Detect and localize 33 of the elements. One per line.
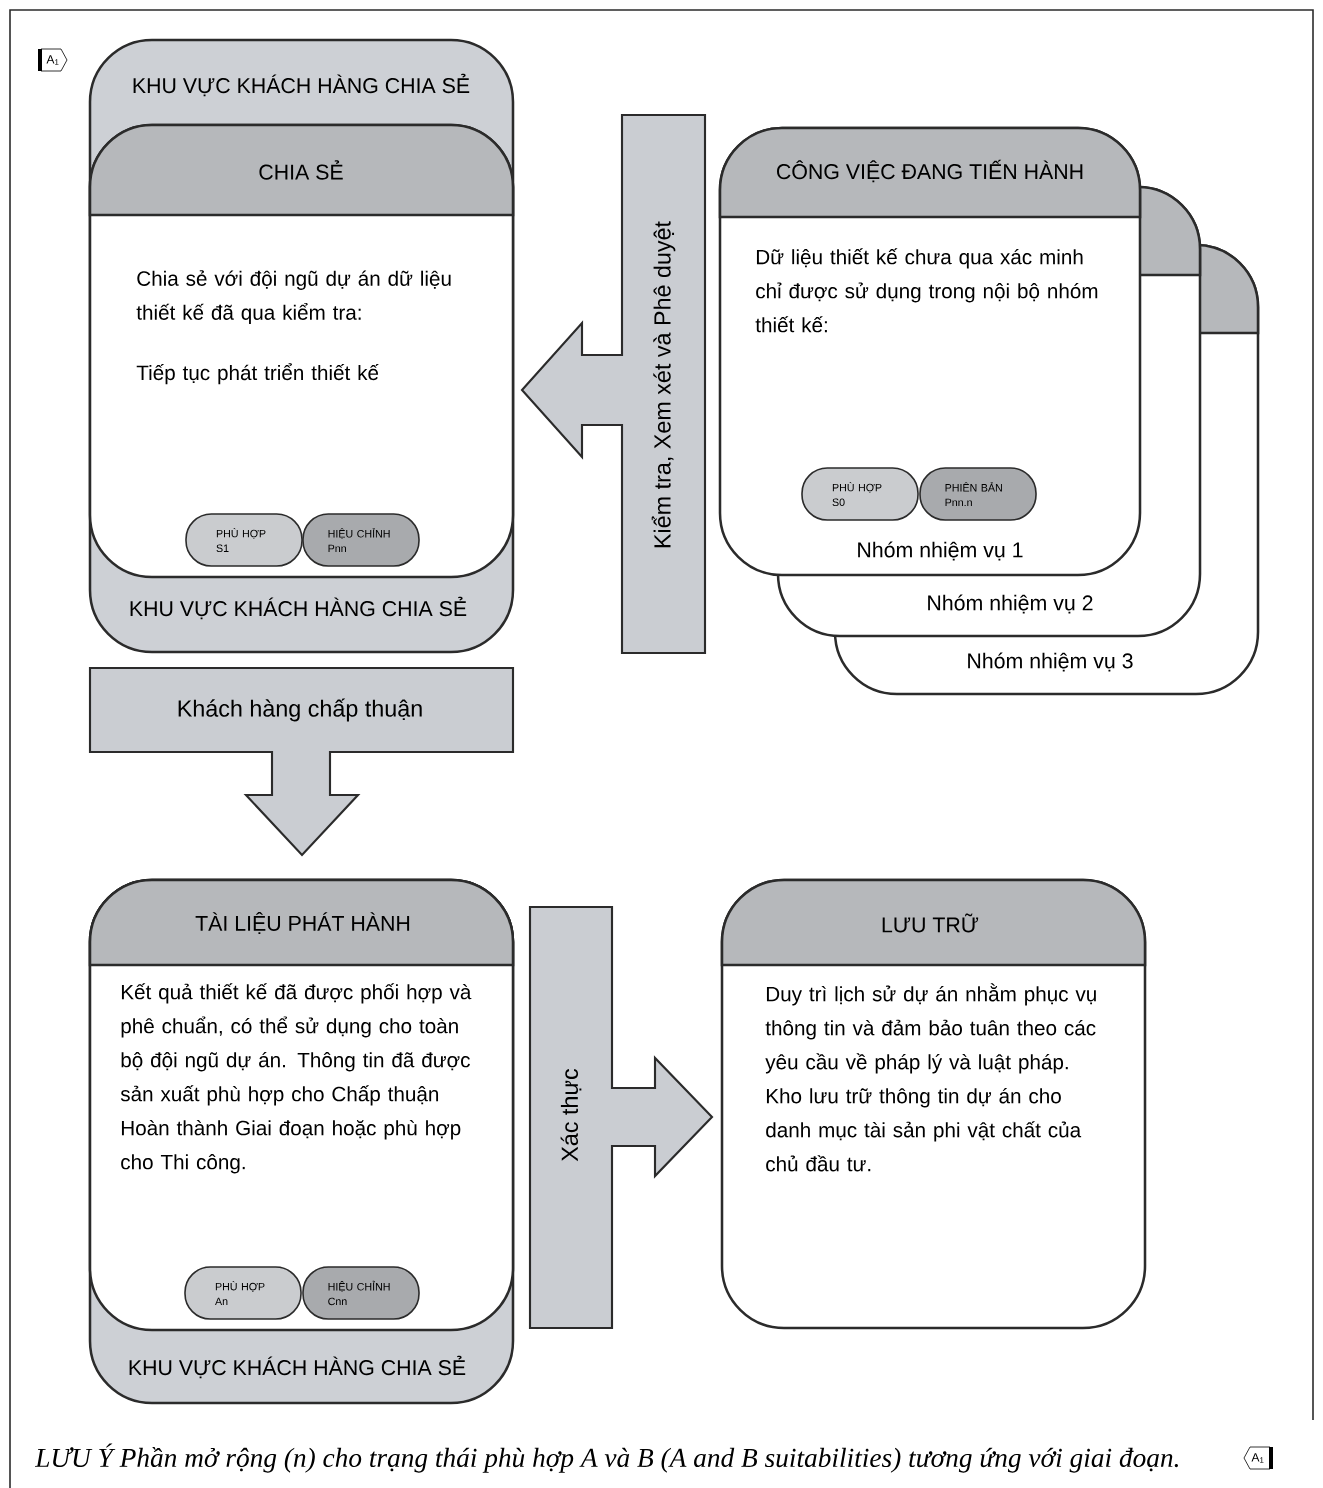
card-heading: CHIA SẺ — [259, 160, 343, 180]
block-arrow — [528, 905, 714, 1330]
state-card — [720, 878, 1147, 1330]
body-text: Kết quả thiết kế đã được phối hợp và phê chuẩn, có thể sử dụng cho toàn bộ đội ngũ dự án. Thông tin đã được sản xuất phù hợp cho Chấp thuận Hoàn thành Giai đoạn hoặc phù hợp cho Thi công. — [120, 983, 472, 1174]
status-pill: PHÙ HỢP An — [184, 1266, 302, 1320]
group-label: Nhóm nhiệm vụ 2 — [928, 594, 1093, 614]
band-label: KHU VỰC KHÁCH HÀNG CHIA SẺ — [129, 1355, 466, 1379]
status-pill: PHÙ HỢP S0 — [801, 467, 919, 521]
edge-label: Xác thực — [560, 1068, 582, 1162]
edge-label: Khách hàng chấp thuận — [178, 698, 422, 722]
body-text: Duy trì lịch sử dự án nhằm phục vụ thông tin và đảm bảo tuân theo các yêu cầu về pháp lý và luật pháp. Kho lưu trữ thông tin dự án cho danh mục tài sản phi vật chất của chủ đầu tư. — [765, 983, 1096, 1172]
revision-mark: A$_{1}$ — [1243, 1446, 1273, 1470]
card-heading: TÀI LIỆU PHÁT HÀNH — [195, 912, 410, 934]
caption: LƯU Ý Phần mở rộng (n) cho trạng thái phù hợp A và B (A and B suitabilities) tương ứng với giai đoạn. — [34, 1443, 1178, 1473]
group-label: Nhóm nhiệm vụ 3 — [968, 652, 1133, 672]
status-pill: HIỆU CHỈNH Cnn — [302, 1266, 420, 1320]
body-text: Chia sẻ với đội ngũ dự án dữ liệu thiết kế đã qua kiểm tra: — [136, 270, 451, 324]
body-text: Tiếp tục phát triển thiết kế — [136, 363, 379, 385]
band-label: KHU VỰC KHÁCH HÀNG CHIA SẺ — [130, 596, 467, 620]
body-text: Dữ liệu thiết kế chưa qua xác minh chỉ được sử dụng trong nội bộ nhóm thiết kế: — [755, 248, 1098, 333]
block-arrow — [88, 666, 515, 857]
card-heading: LƯU TRỮ — [882, 913, 979, 933]
band-label: KHU VỰC KHÁCH HÀNG CHIA SẺ — [133, 73, 470, 97]
group-label: Nhóm nhiệm vụ 1 — [858, 541, 1023, 561]
card-heading: CÔNG VIỆC ĐANG TIẾN HÀNH — [777, 159, 1083, 183]
block-arrow — [520, 113, 707, 655]
state-card — [88, 123, 515, 579]
status-pill: PHÙ HỢP S1 — [185, 513, 303, 567]
status-pill: PHIÊN BẢN Pnn.n — [919, 467, 1037, 521]
edge-label: Kiểm tra, Xem xét và Phê duyệt — [651, 221, 676, 548]
revision-mark: A$_{1}$ — [38, 48, 68, 72]
status-pill: HIỆU CHỈNH Pnn — [302, 513, 420, 567]
state-card — [718, 126, 1142, 577]
